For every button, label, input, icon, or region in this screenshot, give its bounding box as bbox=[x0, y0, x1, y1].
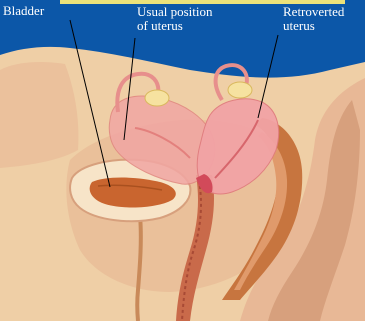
label-bladder-text: Bladder bbox=[3, 4, 44, 18]
ovary-retroverted bbox=[228, 82, 252, 98]
abdominal-wall bbox=[0, 62, 78, 168]
label-usual-line2: of uterus bbox=[137, 19, 212, 33]
label-bladder: Bladder bbox=[3, 4, 44, 18]
label-retro-line2: uterus bbox=[283, 19, 344, 33]
label-usual-line1: Usual position bbox=[137, 5, 212, 19]
label-usual-position: Usual position of uterus bbox=[137, 5, 212, 33]
label-retro-line1: Retroverted bbox=[283, 5, 344, 19]
label-retroverted: Retroverted uterus bbox=[283, 5, 344, 33]
ovary-usual bbox=[145, 90, 169, 106]
